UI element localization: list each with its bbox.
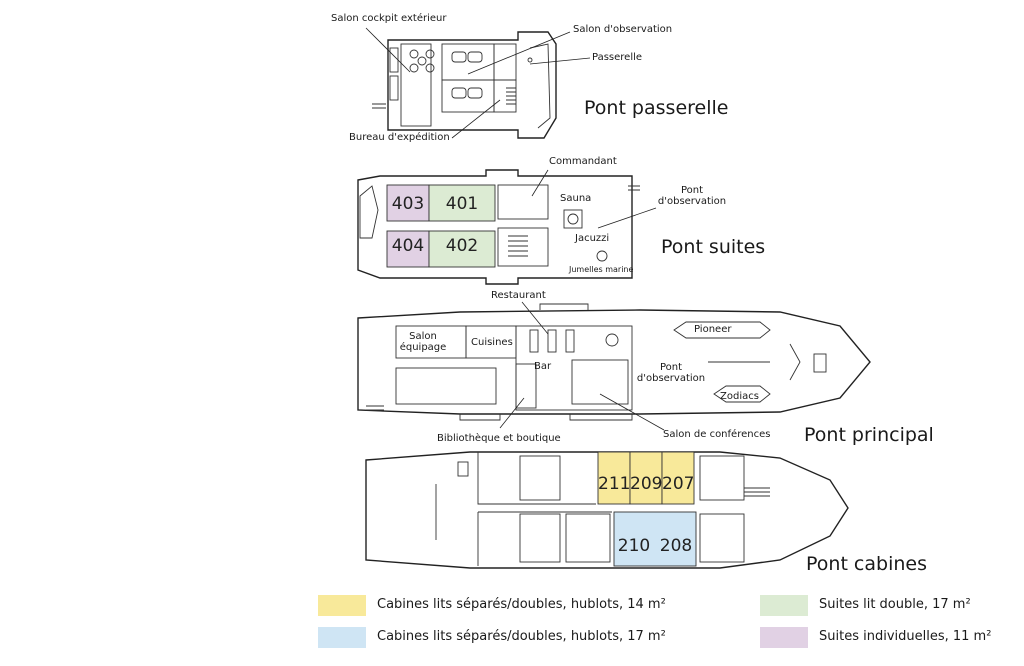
legend-label-suites-individuelles: Suites individuelles, 11 m² [819,629,992,644]
room-402: 402 [445,236,479,256]
label-sauna: Sauna [560,193,592,204]
label-bibliotheque-boutique: Bibliothèque et boutique [437,433,561,444]
label-salon-cockpit: Salon cockpit extérieur [331,13,447,24]
leader-passerelle [529,57,591,65]
deck-title-principal: Pont principal [804,424,934,446]
deck-title-cabines: Pont cabines [806,553,927,575]
legend-label-cabines-17: Cabines lits séparés/doubles, hublots, 1… [377,629,666,644]
legend-swatch-green [760,595,808,616]
label-passerelle: Passerelle [592,52,643,63]
leader-salon-cockpit [365,27,411,73]
label-pont-observation-principal-1: Pont [659,362,683,373]
room-210: 210 [617,536,651,556]
leader-pont-observation-suites [597,207,657,229]
legend-swatch-blue [318,627,366,648]
legend-label-suites-double: Suites lit double, 17 m² [819,597,971,612]
legend-swatch-purple [760,627,808,648]
room-207: 207 [662,474,695,494]
label-pont-observation-principal-2: d'observation [636,373,706,384]
deck-passerelle-outline [372,31,557,139]
label-commandant: Commandant [549,156,617,167]
label-pont-observation-suites-1: Pont [680,185,704,196]
leader-salon-conferences [599,393,665,431]
label-bar: Bar [534,361,552,372]
room-208: 208 [659,536,693,556]
label-pioneer: Pioneer [694,324,732,335]
room-404: 404 [391,236,425,256]
room-209: 209 [630,474,663,494]
deck-title-suites: Pont suites [661,236,766,258]
label-restaurant: Restaurant [491,290,546,301]
cabin-210-208-cell [613,511,697,567]
label-salon-observation: Salon d'observation [573,24,673,35]
label-jumelles-marine: Jumelles marine [569,265,634,274]
label-bureau-expedition: Bureau d'expédition [349,132,450,143]
leader-restaurant [521,301,549,335]
deck-cabines-outline [365,451,849,569]
legend-label-cabines-14: Cabines lits séparés/doubles, hublots, 1… [377,597,666,612]
label-zodiacs: Zodiacs [720,391,759,402]
room-401: 401 [445,194,479,214]
suite-402-cell [428,230,496,268]
suite-403-cell [386,184,430,222]
label-cuisines: Cuisines [471,337,513,348]
leader-commandant [531,169,549,197]
leader-bibliotheque [499,397,525,429]
leader-bureau [451,99,501,139]
leader-salon-observation [467,31,571,75]
deck-suites-outline [357,169,640,285]
legend-swatch-yellow [318,595,366,616]
label-salon-equipage-2: équipage [399,342,447,353]
deck-title-passerelle: Pont passerelle [584,97,729,119]
label-salon-conferences: Salon de conférences [663,429,771,440]
label-salon-equipage-1: Salon [409,331,437,342]
cabin-211-cell [597,451,631,505]
label-jacuzzi: Jacuzzi [575,233,610,244]
deck-principal-outline [357,303,871,421]
room-211: 211 [598,474,631,494]
label-pont-observation-suites-2: d'observation [657,196,727,207]
suite-404-cell [386,230,430,268]
cabin-207-cell [661,451,695,505]
suite-401-cell [428,184,496,222]
room-403: 403 [391,194,425,214]
